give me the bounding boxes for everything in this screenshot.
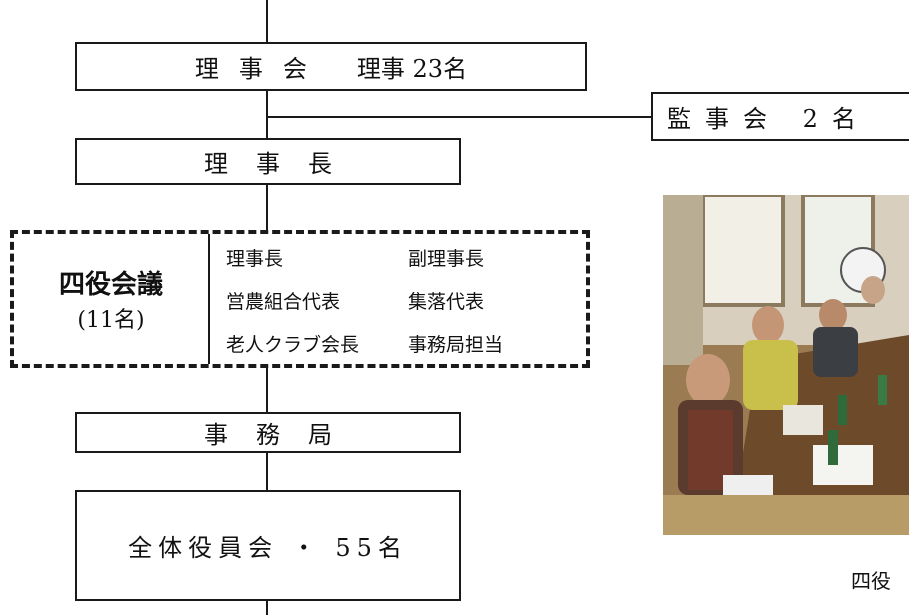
board-box: 理事会 理事 23名	[75, 42, 587, 91]
auditors-label: 監事会 2名	[667, 105, 870, 133]
auditors-box: 監事会 2名	[651, 92, 909, 141]
connector-secretariat-all	[266, 452, 268, 492]
four-officers-meeting-box: 四役会議 (11名) 理事長 副理事長 営農組合代表 集落代表 老人クラブ会長 …	[10, 230, 590, 368]
secretariat-box: 事務局	[75, 412, 461, 453]
all-officers-label: 全体役員会 ・ 55名	[128, 534, 408, 562]
member-item: 老人クラブ会長	[226, 334, 360, 356]
meeting-photo-illustration	[663, 195, 909, 535]
all-officers-box: 全体役員会 ・ 55名	[75, 490, 461, 601]
photo-caption: 四役	[851, 569, 891, 593]
member-item: 営農組合代表	[226, 291, 341, 313]
chairman-box: 理事長	[75, 138, 461, 185]
chairman-label: 理事長	[204, 150, 360, 178]
meeting-title: 四役会議	[58, 270, 163, 300]
board-count: 理事 23名	[356, 55, 468, 83]
meeting-count: (11名)	[77, 308, 145, 333]
secretariat-label: 事務局	[204, 421, 360, 449]
connector-meeting-secretariat	[266, 368, 268, 413]
connector-top	[266, 0, 268, 42]
meeting-divider	[208, 234, 210, 364]
member-item: 理事長	[226, 248, 284, 270]
board-name: 理事会	[194, 55, 327, 83]
connector-board-chairman	[266, 89, 268, 140]
member-item: 事務局担当	[408, 334, 504, 356]
member-item: 集落代表	[408, 291, 485, 313]
member-item: 副理事長	[408, 248, 485, 270]
meeting-photo	[663, 195, 909, 535]
connector-bottom	[266, 599, 268, 615]
connector-chairman-meeting	[266, 182, 268, 230]
connector-auditors-branch	[266, 116, 652, 118]
